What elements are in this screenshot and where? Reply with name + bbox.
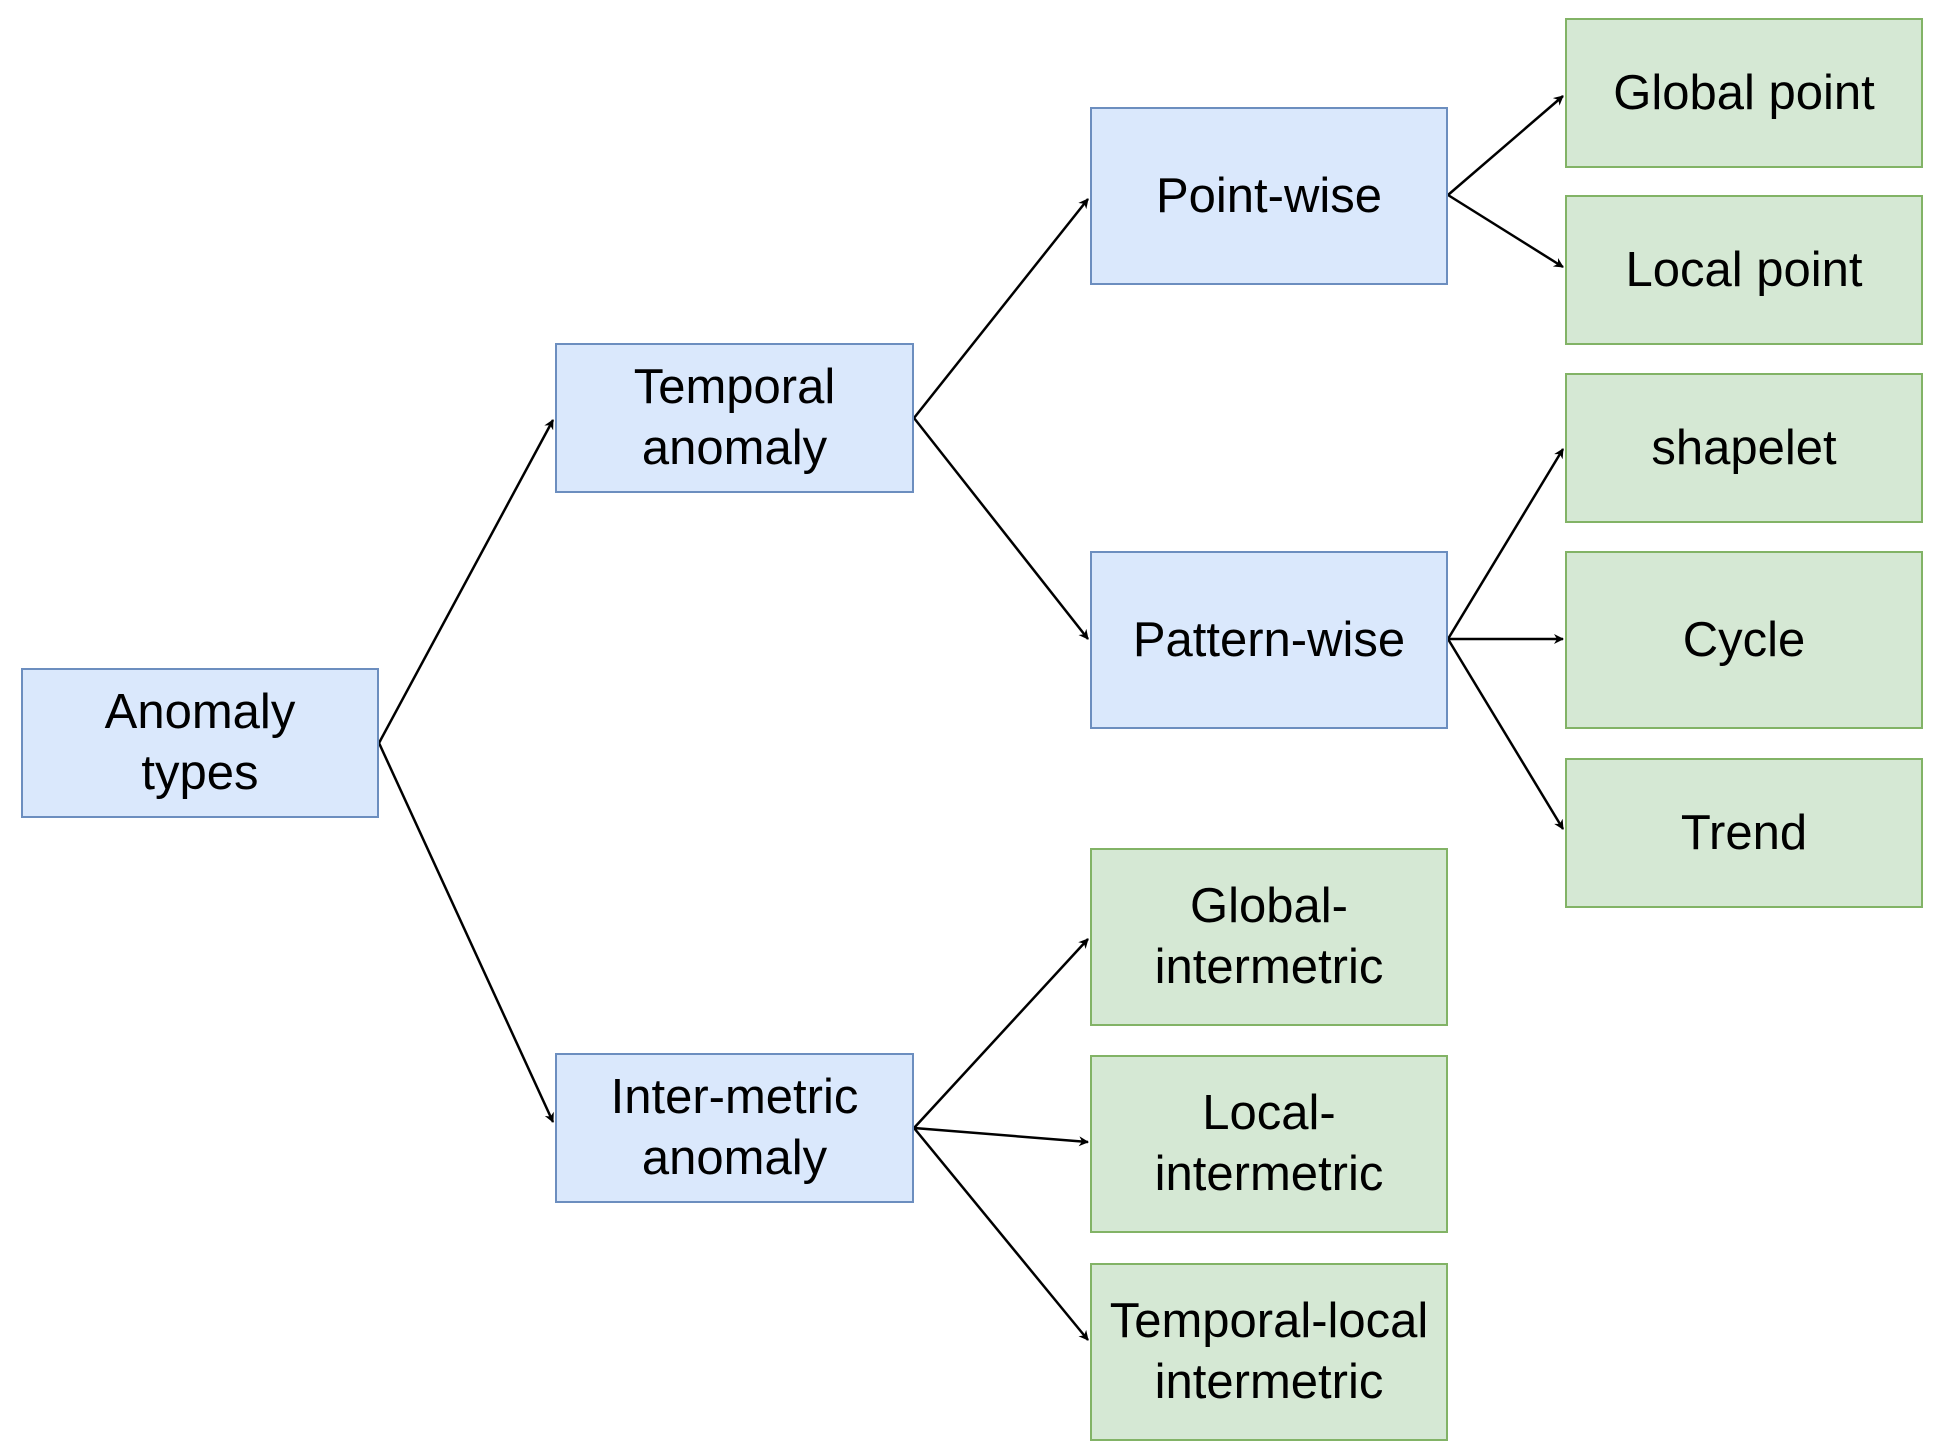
node-trend: Trend: [1565, 758, 1923, 908]
node-temporal-local-intermetric: Temporal-local intermetric: [1090, 1263, 1448, 1441]
node-anomaly-types-label: Anomaly types: [104, 685, 296, 800]
node-temporal-local-intermetric-label: Temporal-local intermetric: [1109, 1294, 1429, 1409]
node-global-intermetric: Global- intermetric: [1090, 848, 1448, 1026]
edge-pattern-wise-to-trend: [1446, 638, 1565, 830]
node-global-point-label: Global point: [1613, 65, 1875, 120]
node-pattern-wise-label: Pattern-wise: [1132, 612, 1406, 667]
edge-anomaly-types-to-intermetric: [377, 742, 555, 1123]
node-local-point: Local point: [1565, 195, 1923, 345]
edge-anomaly-types-to-temporal: [377, 419, 555, 744]
edge-intermetric-to-global-intermetric: [913, 938, 1089, 1129]
node-cycle-label: Cycle: [1682, 612, 1806, 667]
edge-temporal-to-pattern-wise: [913, 417, 1089, 640]
node-anomaly-types: Anomaly types: [21, 668, 379, 818]
node-point-wise-label: Point-wise: [1155, 168, 1383, 223]
edge-point-wise-to-global-point: [1447, 95, 1564, 196]
node-intermetric-anomaly: Inter-metric anomaly: [555, 1053, 914, 1203]
node-local-intermetric-label: Local- intermetric: [1154, 1086, 1384, 1201]
node-temporal-anomaly: Temporal anomaly: [555, 343, 914, 493]
node-trend-label: Trend: [1680, 805, 1808, 860]
edge-temporal-to-point-wise: [913, 198, 1089, 419]
edge-intermetric-to-local-intermetric: [913, 1126, 1089, 1147]
node-global-point: Global point: [1565, 18, 1923, 168]
node-pattern-wise: Pattern-wise: [1090, 551, 1448, 729]
node-shapelet: shapelet: [1565, 373, 1923, 523]
node-local-intermetric: Local- intermetric: [1090, 1055, 1448, 1233]
edge-point-wise-to-local-point: [1447, 193, 1564, 269]
node-point-wise: Point-wise: [1090, 107, 1448, 285]
edge-intermetric-to-temporal-local-intermetric: [913, 1127, 1089, 1341]
edge-pattern-wise-to-shapelet: [1446, 448, 1565, 640]
node-temporal-anomaly-label: Temporal anomaly: [633, 360, 836, 475]
node-local-point-label: Local point: [1625, 242, 1863, 297]
node-cycle: Cycle: [1565, 551, 1923, 729]
node-intermetric-anomaly-label: Inter-metric anomaly: [610, 1070, 859, 1185]
node-shapelet-label: shapelet: [1651, 420, 1837, 475]
node-global-intermetric-label: Global- intermetric: [1154, 879, 1384, 994]
